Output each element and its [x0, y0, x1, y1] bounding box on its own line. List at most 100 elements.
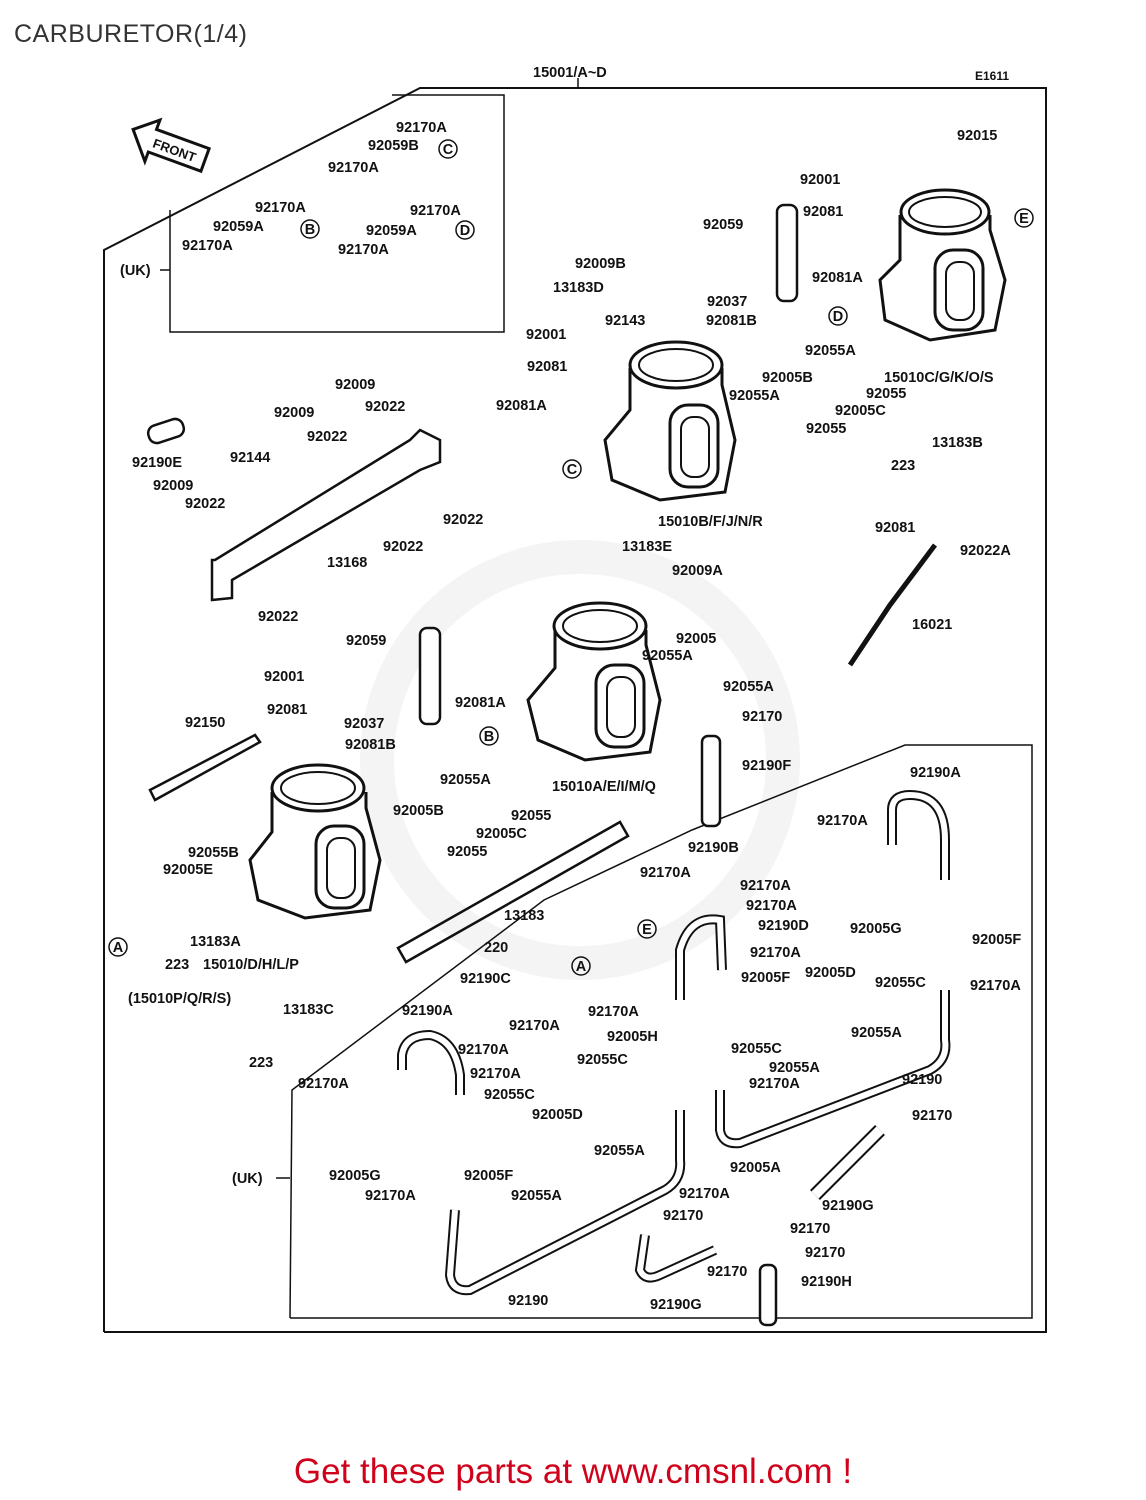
part-label-92005e[interactable]: 92005E [163, 862, 213, 878]
part-label-92005d[interactable]: 92005D [532, 1107, 583, 1123]
part-label-92170a[interactable]: 92170A [750, 945, 801, 961]
part-label-92005f[interactable]: 92005F [741, 970, 790, 986]
part-label-92059b[interactable]: 92059B [368, 138, 419, 154]
part-label-92190e[interactable]: 92190E [132, 455, 182, 471]
part-label-92022[interactable]: 92022 [185, 496, 225, 512]
part-label-92170a[interactable]: 92170A [588, 1004, 639, 1020]
part-label-92059a[interactable]: 92059A [213, 219, 264, 235]
part-label-92055[interactable]: 92055 [447, 844, 487, 860]
part-label-92005h[interactable]: 92005H [607, 1029, 658, 1045]
part-label-13183d[interactable]: 13183D [553, 280, 604, 296]
part-label-92190d[interactable]: 92190D [758, 918, 809, 934]
part-label-92170a[interactable]: 92170A [749, 1076, 800, 1092]
part-label-92170a[interactable]: 92170A [640, 865, 691, 881]
part-label-92081[interactable]: 92081 [803, 204, 843, 220]
part-label-92055c[interactable]: 92055C [731, 1041, 782, 1057]
part-label-223[interactable]: 223 [249, 1055, 273, 1071]
part-label-92055a[interactable]: 92055A [642, 648, 693, 664]
part-label-92170a[interactable]: 92170A [338, 242, 389, 258]
part-label-92170a[interactable]: 92170A [328, 160, 379, 176]
part-label-92170a[interactable]: 92170A [396, 120, 447, 136]
part-label-92022[interactable]: 92022 [383, 539, 423, 555]
part-label-92190[interactable]: 92190 [508, 1293, 548, 1309]
part-label-92170a[interactable]: 92170A [410, 203, 461, 219]
part-label-92170[interactable]: 92170 [663, 1208, 703, 1224]
part-label-92005f[interactable]: 92005F [464, 1168, 513, 1184]
part-label-92009[interactable]: 92009 [274, 405, 314, 421]
part-label-13183e[interactable]: 13183E [622, 539, 672, 555]
part-label-92001[interactable]: 92001 [800, 172, 840, 188]
part-label-92081a[interactable]: 92081A [496, 398, 547, 414]
part-label-92055a[interactable]: 92055A [440, 772, 491, 788]
part-label-92005g[interactable]: 92005G [850, 921, 902, 937]
part-label-92059[interactable]: 92059 [346, 633, 386, 649]
part-label-223[interactable]: 223 [891, 458, 915, 474]
part-label-92170a[interactable]: 92170A [970, 978, 1021, 994]
part-label-92170[interactable]: 92170 [707, 1264, 747, 1280]
part-label-92170a[interactable]: 92170A [365, 1188, 416, 1204]
part-label-13183a[interactable]: 13183A [190, 934, 241, 950]
part-label-92055b[interactable]: 92055B [188, 845, 239, 861]
part-label-92170a[interactable]: 92170A [458, 1042, 509, 1058]
part-label-92022[interactable]: 92022 [443, 512, 483, 528]
part-label-92190g[interactable]: 92190G [650, 1297, 702, 1313]
part-label-13168[interactable]: 13168 [327, 555, 367, 571]
part-label-92170[interactable]: 92170 [805, 1245, 845, 1261]
part-label-92005a[interactable]: 92005A [730, 1160, 781, 1176]
part-label-15010b-f-j-n-r[interactable]: 15010B/F/J/N/R [658, 514, 763, 530]
part-label-92190a[interactable]: 92190A [402, 1003, 453, 1019]
part-label-92055[interactable]: 92055 [511, 808, 551, 824]
part-label-92190[interactable]: 92190 [902, 1072, 942, 1088]
part-label-92037[interactable]: 92037 [344, 716, 384, 732]
part-label-92081b[interactable]: 92081B [345, 737, 396, 753]
part-label-92055a[interactable]: 92055A [851, 1025, 902, 1041]
part-label-92055[interactable]: 92055 [806, 421, 846, 437]
part-label-92059[interactable]: 92059 [703, 217, 743, 233]
part-label-92190c[interactable]: 92190C [460, 971, 511, 987]
part-label-92009b[interactable]: 92009B [575, 256, 626, 272]
part-label-92150[interactable]: 92150 [185, 715, 225, 731]
part-label-92009a[interactable]: 92009A [672, 563, 723, 579]
part-label-92190f[interactable]: 92190F [742, 758, 791, 774]
part-label-92081[interactable]: 92081 [527, 359, 567, 375]
cta-link[interactable]: Get these parts at www.cmsnl.com ! [293, 1452, 853, 1491]
part-label-92055c[interactable]: 92055C [875, 975, 926, 991]
part-label-92170a[interactable]: 92170A [509, 1018, 560, 1034]
part-label-92009[interactable]: 92009 [153, 478, 193, 494]
part-label-92081[interactable]: 92081 [875, 520, 915, 536]
part-label-15010a-e-i-m-q[interactable]: 15010A/E/I/M/Q [552, 779, 656, 795]
part-label-92170a[interactable]: 92170A [182, 238, 233, 254]
part-label-92005b[interactable]: 92005B [762, 370, 813, 386]
part-label-92170a[interactable]: 92170A [298, 1076, 349, 1092]
part-label-92005c[interactable]: 92005C [835, 403, 886, 419]
part-label-92170[interactable]: 92170 [742, 709, 782, 725]
part-label-92001[interactable]: 92001 [264, 669, 304, 685]
part-label-16021[interactable]: 16021 [912, 617, 952, 633]
part-label-92081[interactable]: 92081 [267, 702, 307, 718]
part-label-92190a[interactable]: 92190A [910, 765, 961, 781]
part-label-92005f[interactable]: 92005F [972, 932, 1021, 948]
part-label-92037[interactable]: 92037 [707, 294, 747, 310]
part-label-15010-d-h-l-p[interactable]: 15010/D/H/L/P [203, 957, 299, 973]
part-label-92055[interactable]: 92055 [866, 386, 906, 402]
part-label-92005d[interactable]: 92005D [805, 965, 856, 981]
part-label-92055c[interactable]: 92055C [577, 1052, 628, 1068]
part-label-92055a[interactable]: 92055A [511, 1188, 562, 1204]
part-label-92190h[interactable]: 92190H [801, 1274, 852, 1290]
part-label-92005[interactable]: 92005 [676, 631, 716, 647]
part-label-223[interactable]: 223 [165, 957, 189, 973]
part-label-92143[interactable]: 92143 [605, 313, 645, 329]
part-label-92170[interactable]: 92170 [790, 1221, 830, 1237]
part-label-92022[interactable]: 92022 [258, 609, 298, 625]
part-label-92144[interactable]: 92144 [230, 450, 270, 466]
part-label-92005b[interactable]: 92005B [393, 803, 444, 819]
part-label-92170a[interactable]: 92170A [255, 200, 306, 216]
part-label--15010p-q-r-s-[interactable]: (15010P/Q/R/S) [128, 991, 231, 1007]
part-label-92001[interactable]: 92001 [526, 327, 566, 343]
part-label-13183c[interactable]: 13183C [283, 1002, 334, 1018]
part-label-13183[interactable]: 13183 [504, 908, 544, 924]
part-label-92055a[interactable]: 92055A [805, 343, 856, 359]
part-label-92055c[interactable]: 92055C [484, 1087, 535, 1103]
part-label-92055a[interactable]: 92055A [729, 388, 780, 404]
part-label-92170a[interactable]: 92170A [470, 1066, 521, 1082]
